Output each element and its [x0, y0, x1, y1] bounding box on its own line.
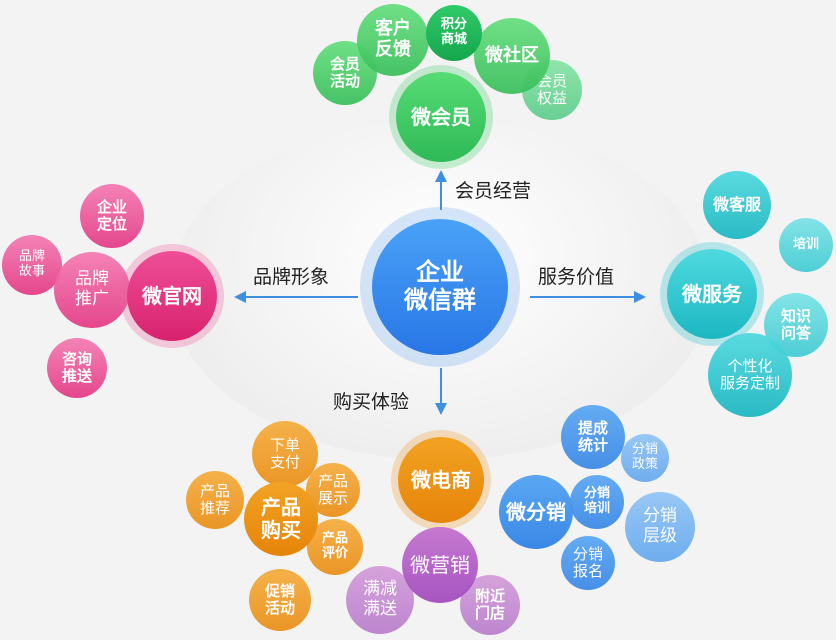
- node-text: 产品: [261, 495, 301, 519]
- node-knowledge-qa[interactable]: 知识问答: [764, 293, 828, 357]
- node-text: 微服务: [682, 281, 742, 306]
- node-text: 知识: [780, 306, 811, 325]
- node-text: 满减: [363, 579, 397, 600]
- node-text: 产品: [317, 471, 348, 490]
- node-text: 层级: [643, 526, 677, 546]
- arrow-down: [440, 368, 442, 404]
- node-text: 分销: [583, 486, 610, 502]
- node-nearby-stores[interactable]: 附近门店: [460, 575, 520, 635]
- arrow-left: [245, 296, 358, 298]
- node-product-purchase[interactable]: 产品购买: [244, 482, 318, 556]
- node-text: 下单: [269, 435, 300, 454]
- node-promotion-activity[interactable]: 促销活动: [249, 569, 311, 631]
- node-text: 推送: [61, 367, 92, 385]
- node-text: 活动: [264, 599, 295, 617]
- node-text: 品牌: [18, 249, 45, 265]
- label-service-value: 服务价值: [538, 266, 615, 288]
- node-micro-community[interactable]: 微社区: [474, 18, 550, 94]
- node-text: 商城: [440, 32, 467, 47]
- node-text: 门店: [474, 604, 505, 622]
- node-micro-ecommerce[interactable]: 微电商: [398, 437, 484, 523]
- node-points-mall[interactable]: 积分商城: [426, 5, 482, 61]
- node-distribution-signup[interactable]: 分销报名: [561, 536, 615, 590]
- node-text: 品牌: [75, 269, 109, 290]
- node-text: 微营销: [410, 552, 470, 577]
- arrow-right: [530, 296, 635, 298]
- node-commission-stats[interactable]: 提成统计: [561, 405, 625, 469]
- node-text: 定位: [96, 215, 127, 233]
- node-text: 服务定制: [719, 374, 780, 392]
- node-distribution-training[interactable]: 分销培训: [570, 475, 624, 529]
- node-text: 故事: [18, 264, 45, 279]
- node-consult-push[interactable]: 咨询推送: [47, 338, 107, 398]
- node-member-activity[interactable]: 会员活动: [313, 41, 377, 105]
- node-text: 推荐: [199, 499, 230, 517]
- node-text: 分销: [572, 544, 603, 563]
- node-distribution-levels[interactable]: 分销层级: [625, 492, 695, 562]
- node-text: 客户: [375, 18, 411, 40]
- node-product-recommend[interactable]: 产品推荐: [186, 471, 244, 529]
- node-text: 政策: [631, 457, 658, 472]
- node-customer-feedback[interactable]: 客户反馈: [357, 4, 429, 76]
- center-node-enterprise-wechat[interactable]: 企业微信群: [372, 219, 508, 355]
- node-text: 报名: [572, 562, 603, 580]
- node-personalized-service[interactable]: 个性化服务定制: [708, 333, 792, 417]
- node-text: 微电商: [411, 467, 471, 492]
- node-brand-promotion[interactable]: 品牌推广: [54, 252, 130, 328]
- node-text: 分销: [643, 506, 677, 527]
- node-brand-story[interactable]: 品牌故事: [2, 235, 62, 295]
- node-text: 个性化: [727, 356, 773, 375]
- node-micro-marketing[interactable]: 微营销: [402, 527, 478, 603]
- node-training[interactable]: 培训: [779, 218, 833, 272]
- node-text: 微会员: [411, 104, 471, 129]
- node-text: 促销: [264, 581, 295, 600]
- node-text: 企业: [416, 258, 464, 287]
- node-text: 培训: [583, 501, 610, 516]
- node-micro-website[interactable]: 微官网: [127, 251, 217, 341]
- node-text: 培训: [792, 236, 819, 252]
- node-text: 反馈: [375, 39, 411, 60]
- node-text: 企业: [96, 197, 127, 216]
- node-micro-member[interactable]: 微会员: [396, 72, 486, 162]
- node-text: 分销: [631, 442, 658, 458]
- node-enterprise-positioning[interactable]: 企业定位: [80, 184, 144, 248]
- node-text: 推广: [75, 289, 109, 309]
- node-text: 会员: [536, 71, 567, 90]
- node-text: 微官网: [142, 283, 202, 308]
- node-text: 评价: [321, 546, 348, 561]
- arrow-up-head: [435, 170, 447, 182]
- arrow-left-head: [234, 291, 246, 303]
- node-text: 微客服: [712, 194, 761, 214]
- node-text: 积分: [440, 17, 467, 33]
- node-text: 购买: [261, 518, 301, 542]
- node-full-reduction[interactable]: 满减满送: [346, 566, 414, 634]
- node-text: 附近: [474, 586, 505, 605]
- arrow-down-head: [435, 403, 447, 415]
- node-micro-distribution[interactable]: 微分销: [499, 475, 573, 549]
- label-purchase-experience: 购买体验: [333, 391, 410, 413]
- node-text: 会员: [329, 54, 360, 73]
- node-text: 咨询: [61, 349, 92, 368]
- node-text: 活动: [329, 72, 360, 90]
- label-brand-image: 品牌形象: [253, 266, 330, 288]
- node-text: 问答: [780, 324, 811, 342]
- node-distribution-policy[interactable]: 分销政策: [621, 434, 669, 482]
- node-micro-customer-service[interactable]: 微客服: [703, 171, 771, 239]
- node-order-pay[interactable]: 下单支付: [252, 421, 318, 487]
- arrow-right-head: [634, 291, 646, 303]
- node-text: 微分销: [506, 499, 566, 524]
- node-text: 产品: [321, 531, 348, 547]
- node-micro-service[interactable]: 微服务: [667, 249, 757, 339]
- node-text: 满送: [363, 599, 397, 619]
- arrow-up: [440, 180, 442, 210]
- node-text: 微社区: [485, 44, 539, 66]
- node-text: 权益: [536, 89, 567, 107]
- node-text: 统计: [577, 436, 608, 454]
- node-text: 展示: [317, 489, 348, 507]
- node-text: 提成: [577, 418, 608, 437]
- node-text: 支付: [269, 453, 300, 471]
- node-text: 产品: [199, 481, 230, 500]
- label-member-operation: 会员经营: [455, 180, 532, 202]
- node-text: 微信群: [404, 286, 476, 314]
